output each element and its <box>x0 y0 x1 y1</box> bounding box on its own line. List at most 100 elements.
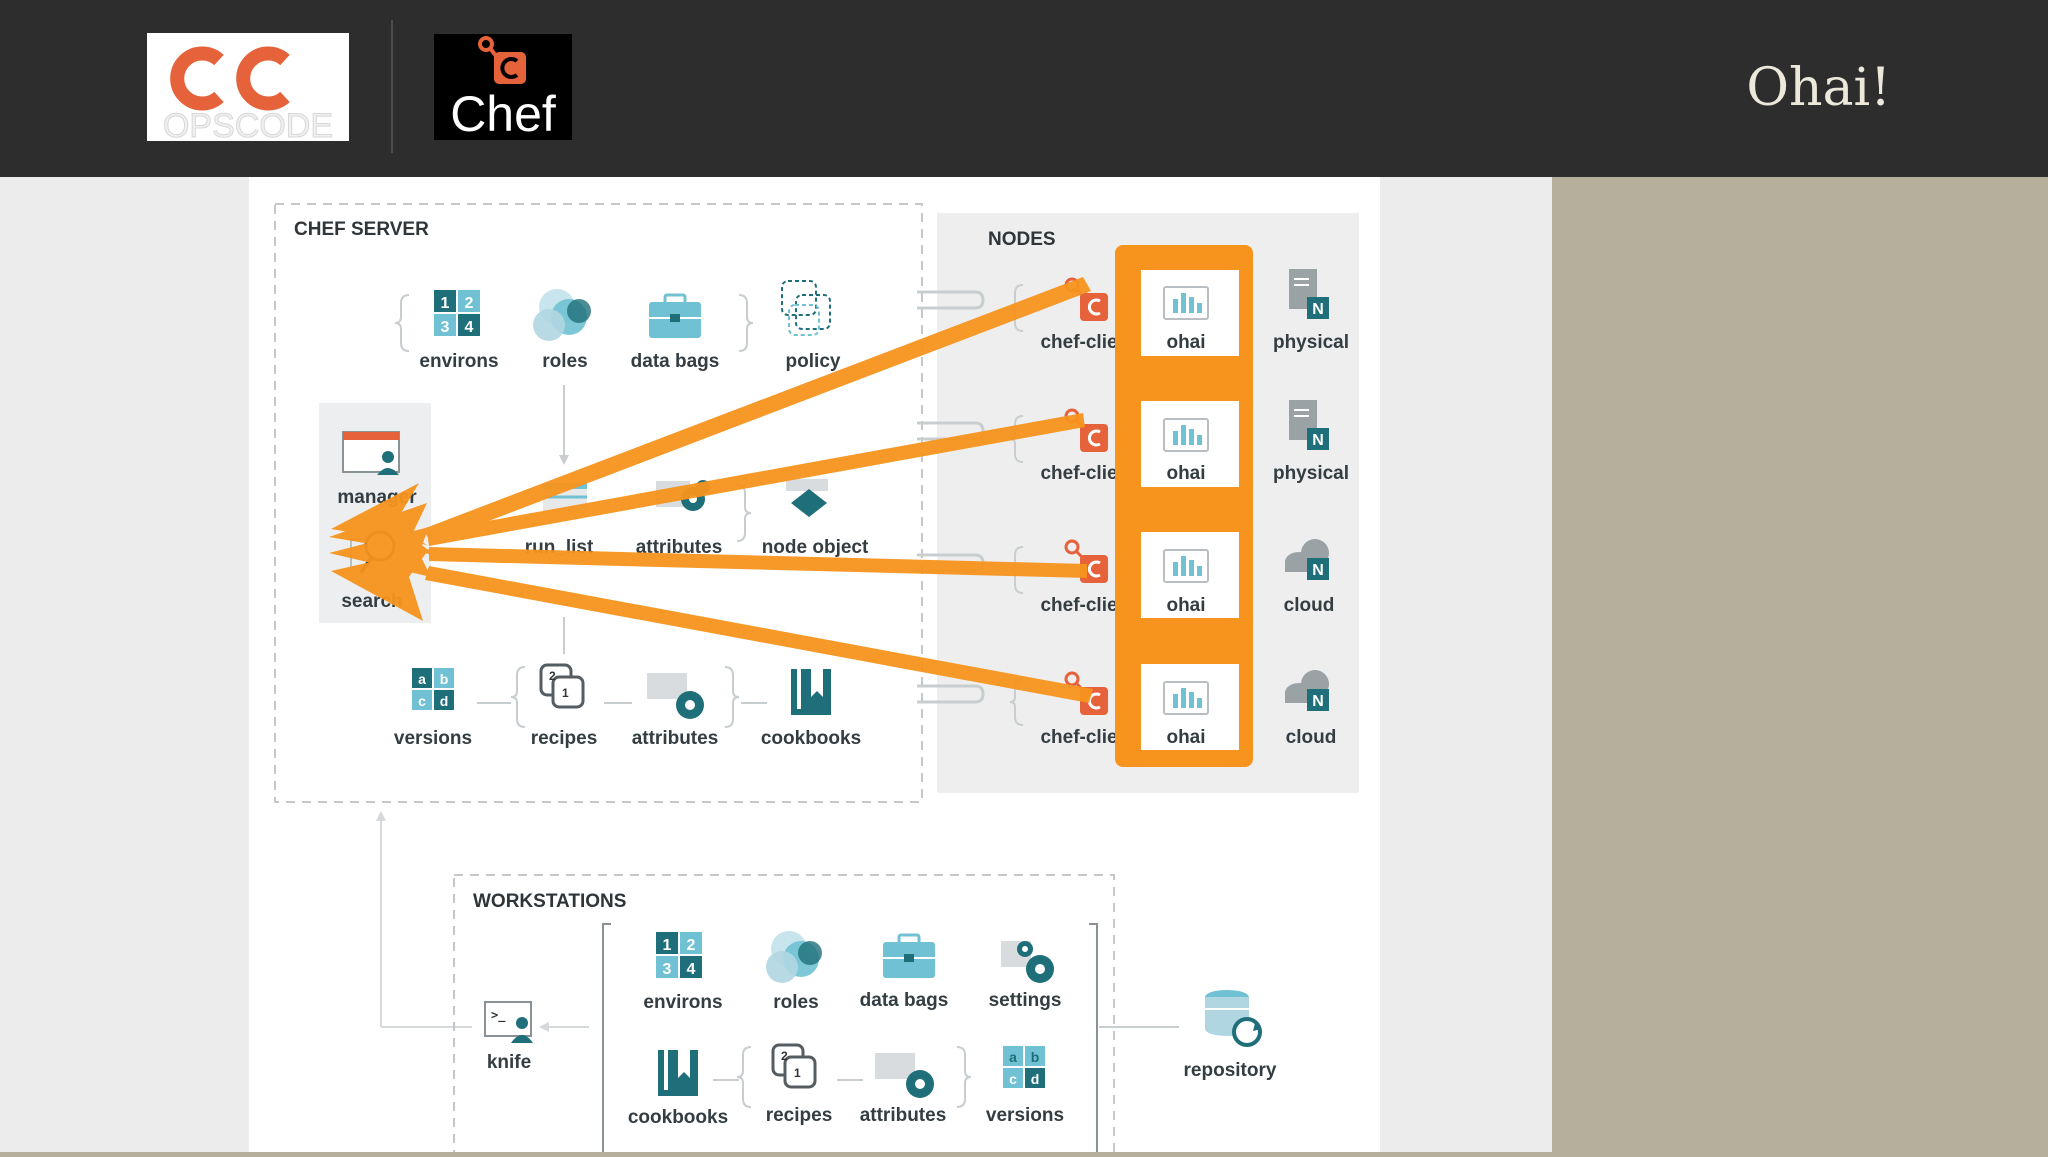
ws-settings-label: settings <box>989 990 1062 1011</box>
svg-text:N: N <box>1312 301 1324 318</box>
arrow-node-4 <box>425 566 1093 703</box>
svg-text:1: 1 <box>663 937 672 954</box>
ws-data-bags-icon <box>883 933 935 978</box>
svg-text:2: 2 <box>687 937 696 954</box>
ws-environs-icon: 1 2 3 4 <box>656 932 702 978</box>
ohai-label: ohai <box>1166 332 1205 353</box>
ws-attributes-icon <box>875 1053 934 1098</box>
ws-recipes-icon: 2 1 <box>771 1043 817 1089</box>
chef-client-label: chef-clie <box>1040 463 1117 484</box>
svg-text:2: 2 <box>465 295 474 312</box>
versions-icon: a b c d <box>412 668 454 710</box>
node-type-label-3: cloud <box>1284 595 1335 616</box>
chef-client-label: chef-clie <box>1040 727 1117 748</box>
ws-cookbooks-icon <box>658 1050 698 1096</box>
svg-text:d: d <box>440 693 449 709</box>
node-type-label-1: physical <box>1273 332 1349 353</box>
slide-title: Ohai! <box>1746 58 1891 118</box>
manager-icon <box>342 431 400 475</box>
node-type-label-2: physical <box>1273 463 1349 484</box>
physical-node-icon: N <box>1289 400 1329 450</box>
svg-text:d: d <box>1031 1071 1040 1087</box>
svg-text:b: b <box>1031 1049 1040 1065</box>
svg-text:1: 1 <box>562 686 569 700</box>
environs-icon: 1 2 3 4 <box>434 290 480 336</box>
ohai-highlight-frame <box>1115 245 1253 767</box>
workstations-title: WORKSTATIONS <box>473 891 626 912</box>
server-attributes-label: attributes <box>636 537 723 558</box>
svg-text:2: 2 <box>549 669 556 683</box>
ws-roles-label: roles <box>773 992 818 1013</box>
attributes-gear-icon-2 <box>647 673 704 719</box>
node-type-label-4: cloud <box>1286 727 1337 748</box>
svg-text:4: 4 <box>687 961 696 978</box>
svg-text:1: 1 <box>441 295 450 312</box>
repository-label: repository <box>1184 1060 1277 1081</box>
server-cookbooks-label: cookbooks <box>761 728 861 749</box>
svg-text:c: c <box>1009 1071 1017 1087</box>
svg-text:N: N <box>1312 432 1324 449</box>
node-object-label: node object <box>762 537 869 558</box>
knife-label: knife <box>487 1052 531 1073</box>
arrowhead-4 <box>331 549 429 621</box>
ws-roles-icon <box>766 931 822 983</box>
knife-terminal-icon: >_ <box>484 1001 533 1043</box>
ws-settings-icon <box>1001 941 1054 983</box>
cookbooks-icon <box>791 669 831 715</box>
server-environs-label: environs <box>419 351 498 372</box>
svg-text:a: a <box>1009 1049 1017 1065</box>
node-row-3: chef-clie ohai N cloud <box>917 532 1334 618</box>
chef-server-title: CHEF SERVER <box>294 219 429 240</box>
chef-logo: Chef <box>434 34 572 142</box>
arrow-node-3 <box>429 547 1087 578</box>
node-object-icon <box>786 479 828 517</box>
repository-icon <box>1205 990 1262 1047</box>
recipes-icon: 2 1 <box>539 663 585 709</box>
header-bar: OPSCODE Chef Ohai! <box>0 0 2048 177</box>
svg-text:3: 3 <box>663 961 672 978</box>
node-row-1: chef-clie ohai N physical <box>917 269 1349 356</box>
ws-cookbooks-label: cookbooks <box>628 1107 728 1128</box>
server-roles-label: roles <box>542 351 587 372</box>
ws-recipes-label: recipes <box>766 1105 833 1126</box>
server-bottom-attributes-label: attributes <box>632 728 719 749</box>
ohai-label: ohai <box>1166 595 1205 616</box>
svg-text:N: N <box>1312 562 1324 579</box>
policy-icon <box>781 280 831 336</box>
workstations-section: WORKSTATIONS >_ knife 1 2 3 4 environ <box>453 874 1277 1157</box>
opscode-wordmark: OPSCODE <box>163 107 333 141</box>
opscode-logo: OPSCODE <box>147 33 349 146</box>
nodes-title: NODES <box>988 229 1056 250</box>
svg-text:1: 1 <box>794 1066 801 1080</box>
physical-node-icon: N <box>1289 269 1329 319</box>
ohai-label: ohai <box>1166 463 1205 484</box>
server-data-bags-label: data bags <box>631 351 720 372</box>
arrow-node-2 <box>427 413 1085 546</box>
server-recipes-label: recipes <box>531 728 598 749</box>
node-row-2: chef-clie ohai N physical <box>917 400 1349 487</box>
header-divider <box>391 20 393 153</box>
ws-data-bags-label: data bags <box>860 990 949 1011</box>
svg-text:a: a <box>418 671 426 687</box>
chef-client-label: chef-clie <box>1040 595 1117 616</box>
chef-wordmark: Chef <box>450 86 556 140</box>
svg-text:2: 2 <box>781 1049 788 1063</box>
svg-text:3: 3 <box>441 319 450 336</box>
roles-icon <box>533 289 591 341</box>
node-row-4: chef-clie ohai N cloud <box>917 664 1336 750</box>
cloud-node-icon: N <box>1285 670 1329 711</box>
cloud-node-icon: N <box>1285 539 1329 580</box>
ws-attributes-label: attributes <box>860 1105 947 1126</box>
svg-text:N: N <box>1312 693 1324 710</box>
svg-text:b: b <box>440 671 449 687</box>
server-versions-label: versions <box>394 728 472 749</box>
svg-text:>_: >_ <box>491 1008 506 1023</box>
svg-text:c: c <box>418 693 426 709</box>
arrow-node-1 <box>423 277 1091 543</box>
chef-client-label: chef-clie <box>1040 332 1117 353</box>
ws-environs-label: environs <box>643 992 722 1013</box>
ws-versions-icon: a b c d <box>1003 1046 1045 1088</box>
ws-versions-label: versions <box>986 1105 1064 1126</box>
server-policy-label: policy <box>786 351 841 372</box>
ohai-label: ohai <box>1166 727 1205 748</box>
